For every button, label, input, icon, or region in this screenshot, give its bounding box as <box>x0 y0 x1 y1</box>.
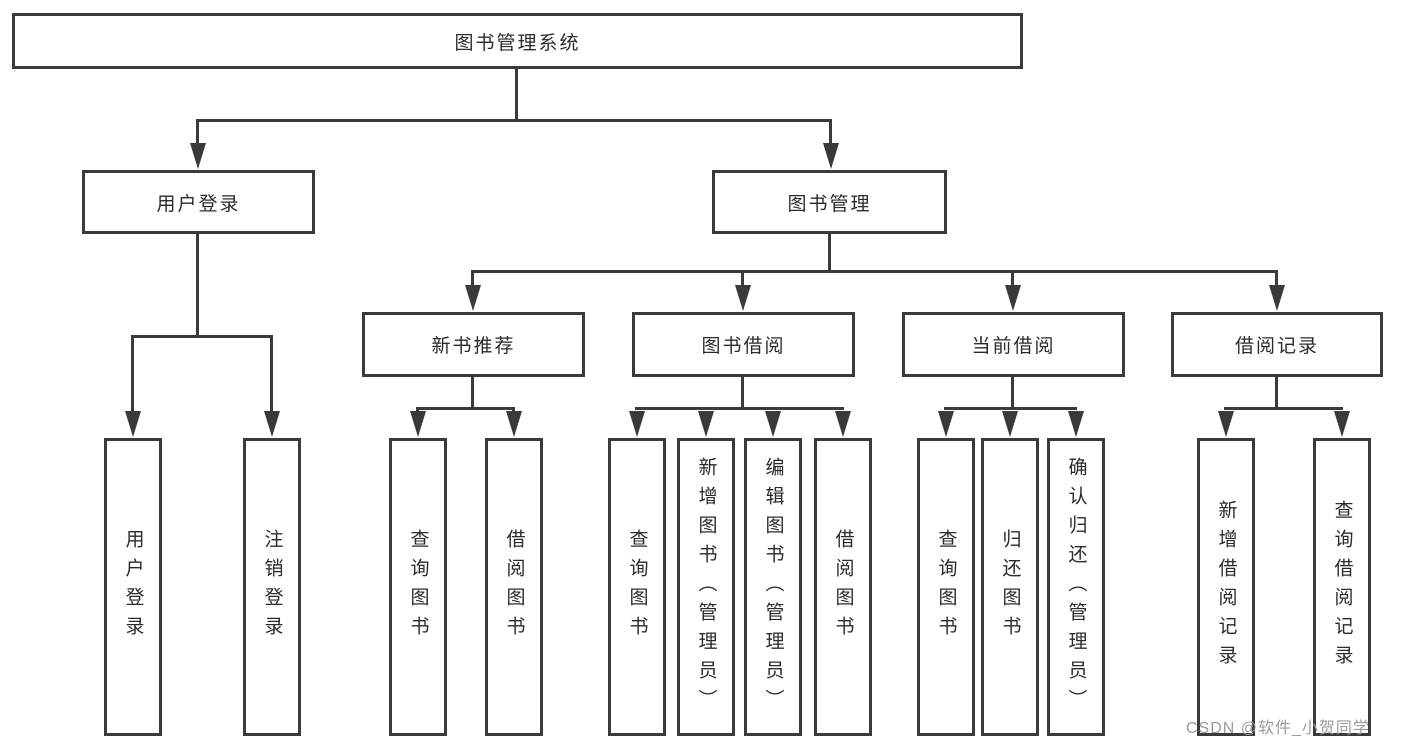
leaf-rec-query-book-label: 查询图书 <box>407 529 429 645</box>
node-new-book-recommend-label: 新书推荐 <box>431 336 516 357</box>
arrowhead-down-icon <box>190 143 206 169</box>
leaf-user-login-label: 用户登录 <box>122 529 144 645</box>
connector-vline <box>270 335 273 414</box>
connector-vline <box>515 67 518 122</box>
leaf-logout-label: 注销登录 <box>261 529 283 645</box>
watermark: CSDN @软件_小贺同学 <box>1186 720 1370 737</box>
leaf-add-borrow-record-label: 新增借阅记录 <box>1215 500 1237 674</box>
node-current-borrow-label: 当前借阅 <box>971 336 1056 357</box>
arrowhead-down-icon <box>1002 411 1018 437</box>
leaf-add-borrow-record: 新增借阅记录 <box>1197 438 1255 736</box>
connector-vline <box>741 376 744 408</box>
arrowhead-down-icon <box>835 411 851 437</box>
connector-hline <box>416 407 515 410</box>
connector-hline <box>944 407 1077 410</box>
connector-vline <box>471 376 474 408</box>
leaf-borrow-book-label: 借阅图书 <box>832 529 854 645</box>
arrowhead-down-icon <box>1068 411 1084 437</box>
arrowhead-down-icon <box>765 411 781 437</box>
leaf-borrow-query-book: 查询图书 <box>608 438 666 736</box>
arrowhead-down-icon <box>698 411 714 437</box>
leaf-query-borrow-record: 查询借阅记录 <box>1313 438 1371 736</box>
node-book-management-label: 图书管理 <box>787 193 872 215</box>
connector-hline <box>1224 407 1343 410</box>
connector-hline <box>131 335 273 338</box>
leaf-return-book-label: 归还图书 <box>999 529 1021 645</box>
arrowhead-down-icon <box>1334 411 1350 437</box>
node-new-book-recommend: 新书推荐 <box>362 312 585 377</box>
arrowhead-down-icon <box>735 285 751 311</box>
arrowhead-down-icon <box>938 411 954 437</box>
connector-vline <box>741 270 744 290</box>
connector-vline <box>1011 376 1014 408</box>
leaf-current-query-book-label: 查询图书 <box>935 529 957 645</box>
leaf-edit-book-admin: 编辑图书（管理员） <box>744 438 802 736</box>
node-current-borrow: 当前借阅 <box>902 312 1125 377</box>
node-book-borrow: 图书借阅 <box>632 312 855 377</box>
node-user-login-label: 用户登录 <box>156 193 241 215</box>
arrowhead-down-icon <box>264 411 280 437</box>
connector-hline <box>471 270 1278 273</box>
arrowhead-down-icon <box>465 285 481 311</box>
arrowhead-down-icon <box>823 143 839 169</box>
leaf-rec-borrow-book-label: 借阅图书 <box>503 529 525 645</box>
leaf-add-book-admin-label: 新增图书（管理员） <box>695 456 717 718</box>
node-root: 图书管理系统 <box>12 13 1023 69</box>
connector-vline <box>828 233 831 271</box>
leaf-borrow-query-book-label: 查询图书 <box>626 529 648 645</box>
leaf-user-login: 用户登录 <box>104 438 162 736</box>
node-root-label: 图书管理系统 <box>454 32 581 54</box>
connector-vline <box>829 119 832 146</box>
connector-vline <box>196 119 199 146</box>
leaf-edit-book-admin-label: 编辑图书（管理员） <box>762 456 784 718</box>
node-borrow-record: 借阅记录 <box>1171 312 1383 377</box>
leaf-return-book: 归还图书 <box>981 438 1039 736</box>
arrowhead-down-icon <box>506 411 522 437</box>
connector-hline <box>196 119 832 122</box>
connector-vline <box>131 335 134 414</box>
arrowhead-down-icon <box>125 411 141 437</box>
leaf-query-borrow-record-label: 查询借阅记录 <box>1331 500 1353 674</box>
connector-vline <box>471 270 474 290</box>
arrowhead-down-icon <box>1005 285 1021 311</box>
connector-vline <box>1011 270 1014 290</box>
arrowhead-down-icon <box>1269 285 1285 311</box>
connector-hline <box>635 407 844 410</box>
leaf-logout: 注销登录 <box>243 438 301 736</box>
leaf-confirm-return-admin: 确认归还（管理员） <box>1047 438 1105 736</box>
node-book-management: 图书管理 <box>712 170 947 234</box>
arrowhead-down-icon <box>1218 411 1234 437</box>
node-borrow-record-label: 借阅记录 <box>1234 336 1319 357</box>
arrowhead-down-icon <box>629 411 645 437</box>
leaf-rec-query-book: 查询图书 <box>389 438 447 736</box>
node-book-borrow-label: 图书借阅 <box>701 336 786 357</box>
node-user-login: 用户登录 <box>82 170 315 234</box>
leaf-current-query-book: 查询图书 <box>917 438 975 736</box>
arrowhead-down-icon <box>410 411 426 437</box>
leaf-confirm-return-admin-label: 确认归还（管理员） <box>1065 456 1087 718</box>
connector-vline <box>1275 270 1278 290</box>
connector-vline <box>1275 376 1278 408</box>
leaf-add-book-admin: 新增图书（管理员） <box>677 438 735 736</box>
leaf-rec-borrow-book: 借阅图书 <box>485 438 543 736</box>
leaf-borrow-book: 借阅图书 <box>814 438 872 736</box>
connector-vline <box>196 233 199 336</box>
